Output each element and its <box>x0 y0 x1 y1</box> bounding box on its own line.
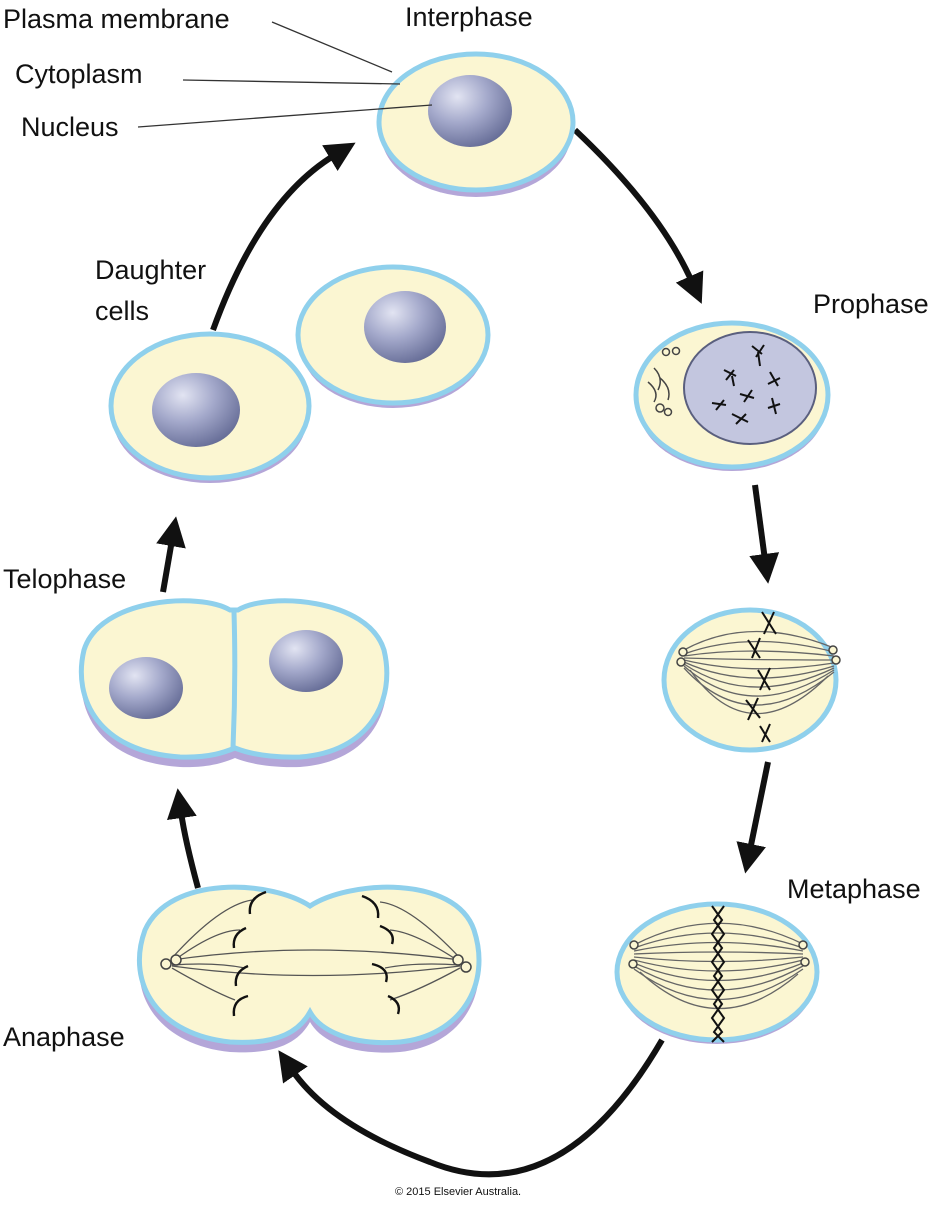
spindle-fibers <box>683 630 835 715</box>
interphase-label: Interphase <box>405 2 533 32</box>
metaphase-label: Metaphase <box>787 874 921 904</box>
arrow-interphase-to-prophase <box>572 127 704 304</box>
metaphase-spindle <box>633 922 804 1010</box>
centrosome <box>647 346 681 417</box>
anaphase-spindle <box>171 899 461 1001</box>
prophase-cell <box>633 320 831 471</box>
nucleus-label: Nucleus <box>21 112 119 142</box>
interphase-cell <box>376 51 576 197</box>
labels: Plasma membrane Cytoplasm Nucleus Interp… <box>3 2 929 1198</box>
arrow-telophase-to-daughter <box>156 516 186 593</box>
metaphase-cell <box>614 901 820 1044</box>
condensed-chromosomes <box>711 344 781 425</box>
arrow-anaphase-to-telophase <box>167 788 201 889</box>
cleavage-furrow <box>230 611 238 749</box>
plasma-membrane-label: Plasma membrane <box>3 4 230 34</box>
cytoplasm-label: Cytoplasm <box>15 59 143 89</box>
anaphase-cell <box>137 884 482 1053</box>
arrow-daughter-to-interphase <box>210 142 356 332</box>
metaphase-plate <box>710 905 726 1043</box>
telophase-label: Telophase <box>3 564 126 594</box>
copyright-notice: © 2015 Elsevier Australia. <box>395 1186 521 1198</box>
chromosomes <box>745 611 777 743</box>
anaphase-label: Anaphase <box>3 1022 125 1052</box>
arrow-metaphase-to-anaphase <box>278 1038 665 1178</box>
prophase-label: Prophase <box>813 289 929 319</box>
cycle-arrows <box>156 127 780 1178</box>
nucleus-shape <box>428 75 512 147</box>
daughter-cells-label-line2: cells <box>95 296 149 326</box>
daughter-cell-1 <box>108 331 312 483</box>
arrow-cell-to-metaphase <box>736 761 771 874</box>
prometaphase-cell <box>661 607 841 753</box>
daughter-cell-2 <box>295 264 491 408</box>
prophase-nucleus-shape <box>683 331 817 445</box>
daughter-cells-label-line1: Daughter <box>95 255 206 285</box>
separating-chromatids <box>232 890 401 1017</box>
arrow-prophase-to-cell <box>749 484 780 584</box>
pointer-lines <box>137 21 433 128</box>
telophase-cell <box>78 598 390 768</box>
